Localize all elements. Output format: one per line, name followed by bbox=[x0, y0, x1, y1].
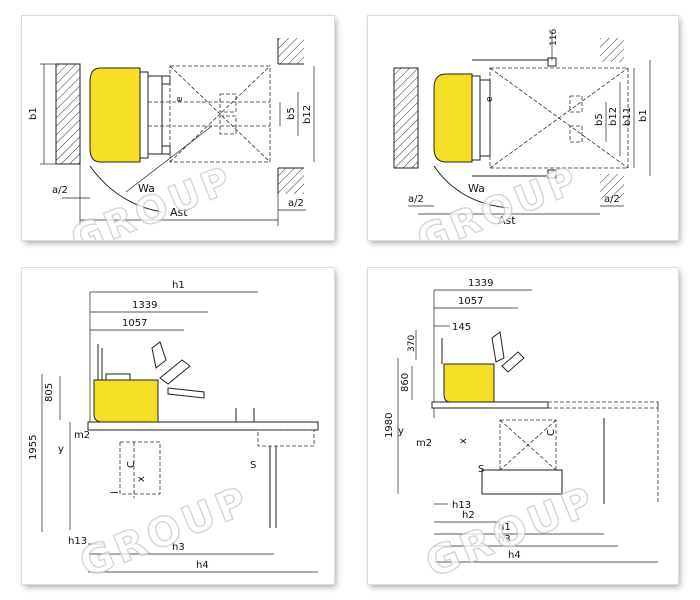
label-ast: Ast bbox=[170, 206, 188, 219]
label-b12: b12 bbox=[302, 105, 313, 124]
label-116: 116 bbox=[549, 29, 559, 46]
label-h3: h3 bbox=[498, 534, 511, 545]
label-1057: 1057 bbox=[458, 296, 483, 307]
label-c: C bbox=[126, 461, 137, 468]
wall-hatch bbox=[55, 63, 81, 165]
label-b1: b1 bbox=[638, 109, 649, 122]
label-e: e bbox=[175, 96, 185, 102]
label-a2-right: a/2 bbox=[288, 198, 304, 209]
truck-body bbox=[443, 363, 495, 403]
label-y: y bbox=[58, 444, 64, 455]
label-h2: h2 bbox=[462, 510, 475, 521]
label-l: l bbox=[110, 491, 121, 494]
plan-view-panel-right: 116 b5 b12 b11 b1 e Wa Ast a/2 a/2 GROUP bbox=[368, 16, 678, 240]
label-1955: 1955 bbox=[28, 435, 39, 460]
watermark-text: GROUP bbox=[73, 477, 257, 584]
pallet-outline bbox=[169, 65, 271, 163]
label-a2-right: a/2 bbox=[604, 194, 620, 205]
label-b5: b5 bbox=[594, 113, 605, 126]
truck-body bbox=[93, 379, 159, 423]
label-m2: m2 bbox=[74, 430, 90, 441]
wall-hatch bbox=[393, 67, 419, 169]
label-e: e bbox=[485, 96, 495, 102]
truck-body bbox=[89, 67, 141, 163]
label-wa: Wa bbox=[468, 182, 485, 195]
plan-view-right-drawing: 116 b5 b12 b11 b1 e Wa Ast a/2 a/2 GROUP bbox=[393, 29, 651, 240]
label-m2: m2 bbox=[416, 438, 432, 449]
label-b5: b5 bbox=[286, 107, 297, 120]
label-b1: b1 bbox=[28, 107, 39, 120]
label-y: y bbox=[398, 426, 404, 437]
side-view-right-drawing: 1339 1057 145 1980 370 860 y m2 x C S h1… bbox=[384, 278, 659, 584]
plan-view-panel-left: b1 a/2 Ast Wa a/2 e b5 b12 GROUP bbox=[22, 16, 334, 240]
label-805: 805 bbox=[44, 383, 55, 402]
watermark-text: GROUP bbox=[411, 157, 586, 240]
label-860: 860 bbox=[400, 373, 411, 392]
label-b11: b11 bbox=[622, 107, 633, 126]
label-s: S bbox=[250, 460, 256, 471]
label-1057: 1057 bbox=[122, 318, 147, 329]
label-145: 145 bbox=[452, 322, 471, 333]
label-x: x bbox=[458, 438, 469, 444]
label-h13: h13 bbox=[68, 536, 87, 547]
side-view-panel-left: h1 1339 1057 1955 805 y m2 C x l S h13 h… bbox=[22, 268, 334, 584]
label-h1: h1 bbox=[172, 280, 185, 291]
side-view-left-drawing: h1 1339 1057 1955 805 y m2 C x l S h13 h… bbox=[28, 280, 319, 584]
label-b12: b12 bbox=[608, 107, 619, 126]
label-a2-left: a/2 bbox=[52, 185, 68, 196]
watermark-text: GROUP bbox=[65, 157, 240, 240]
label-370: 370 bbox=[407, 335, 417, 352]
truck-chassis bbox=[139, 71, 149, 159]
label-h1: h1 bbox=[498, 522, 511, 533]
plan-view-left-drawing: b1 a/2 Ast Wa a/2 e b5 b12 GROUP bbox=[28, 38, 315, 240]
watermark-text: GROUP bbox=[419, 477, 603, 584]
label-c: C bbox=[546, 429, 557, 436]
label-h4: h4 bbox=[508, 550, 521, 561]
truck-body bbox=[433, 73, 473, 163]
label-x: x bbox=[136, 476, 147, 482]
label-h4: h4 bbox=[196, 560, 209, 571]
pallet-outline bbox=[489, 67, 629, 169]
label-1339: 1339 bbox=[132, 300, 157, 311]
label-h13: h13 bbox=[452, 500, 471, 511]
label-1339: 1339 bbox=[468, 278, 493, 289]
label-1980: 1980 bbox=[384, 413, 395, 438]
label-a2-left: a/2 bbox=[408, 194, 424, 205]
label-s: S bbox=[478, 464, 484, 475]
label-wa: Wa bbox=[138, 182, 155, 195]
side-view-panel-right: 1339 1057 145 1980 370 860 y m2 x C S h1… bbox=[368, 268, 678, 584]
label-ast: Ast bbox=[498, 214, 516, 227]
label-h3: h3 bbox=[172, 542, 185, 553]
